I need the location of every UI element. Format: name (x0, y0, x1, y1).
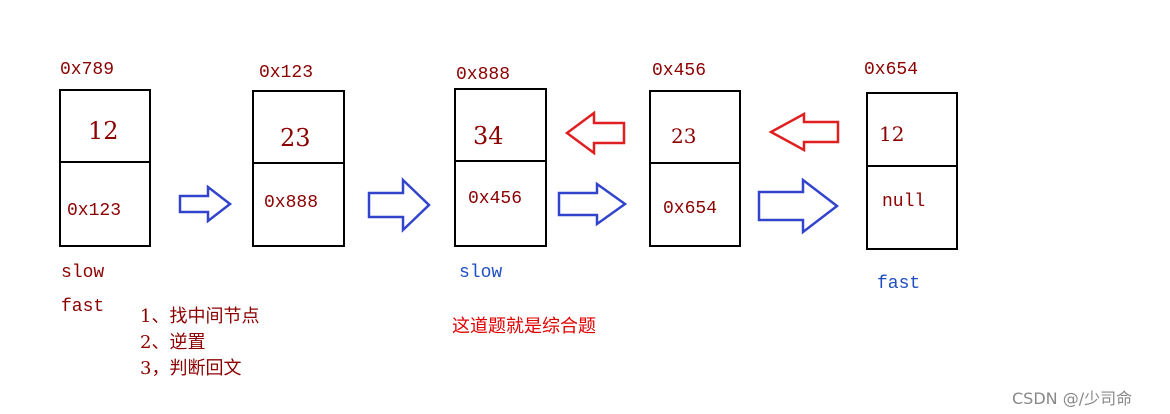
fast-pointer-end: fast (877, 274, 921, 294)
node-3-next: 0x456 (468, 189, 523, 209)
node-2-next: 0x888 (264, 193, 319, 213)
step-2: 2、逆置 (140, 332, 206, 353)
node-5-value: 12 (879, 122, 905, 146)
node-2-address: 0x123 (259, 63, 314, 83)
slow-pointer-middle: slow (459, 263, 503, 283)
node-4-address: 0x456 (652, 61, 707, 81)
step-3: 3，判断回文 (140, 358, 242, 379)
node-3-address: 0x888 (456, 65, 511, 85)
node-5-divider (866, 165, 958, 167)
node-1-divider (59, 161, 151, 163)
forward-arrow-icon (557, 181, 628, 227)
step-1: 1、找中间节点 (140, 306, 260, 327)
node-1: 12 0x123 (59, 89, 151, 247)
forward-arrow-icon (367, 177, 431, 233)
steps-list: 1、找中间节点 2、逆置 3，判断回文 (140, 304, 259, 382)
node-1-next: 0x123 (67, 201, 122, 221)
node-4-divider (649, 162, 741, 164)
node-1-value: 12 (88, 117, 119, 145)
node-2-divider (252, 162, 345, 164)
node-1-address: 0x789 (60, 60, 115, 80)
watermark: CSDN @/少司命 (1012, 389, 1133, 408)
node-4-next: 0x654 (663, 199, 718, 219)
reverse-arrow-icon (768, 112, 840, 152)
summary-note: 这道题就是综合题 (452, 316, 596, 337)
slow-pointer-initial: slow (61, 263, 105, 283)
node-2: 23 0x888 (252, 90, 345, 247)
node-5-next: null (882, 192, 926, 212)
forward-arrow-icon (178, 184, 233, 224)
node-3-divider (454, 160, 547, 162)
node-2-value: 23 (280, 124, 311, 152)
reverse-arrow-icon (564, 110, 626, 156)
node-5: 12 null (866, 92, 958, 250)
node-3-value: 34 (473, 122, 504, 150)
node-4-value: 23 (671, 124, 697, 148)
fast-pointer-initial: fast (61, 297, 105, 317)
forward-arrow-icon (757, 177, 840, 235)
node-5-address: 0x654 (864, 60, 919, 80)
node-3: 34 0x456 (454, 88, 547, 247)
node-4: 23 0x654 (649, 90, 741, 247)
